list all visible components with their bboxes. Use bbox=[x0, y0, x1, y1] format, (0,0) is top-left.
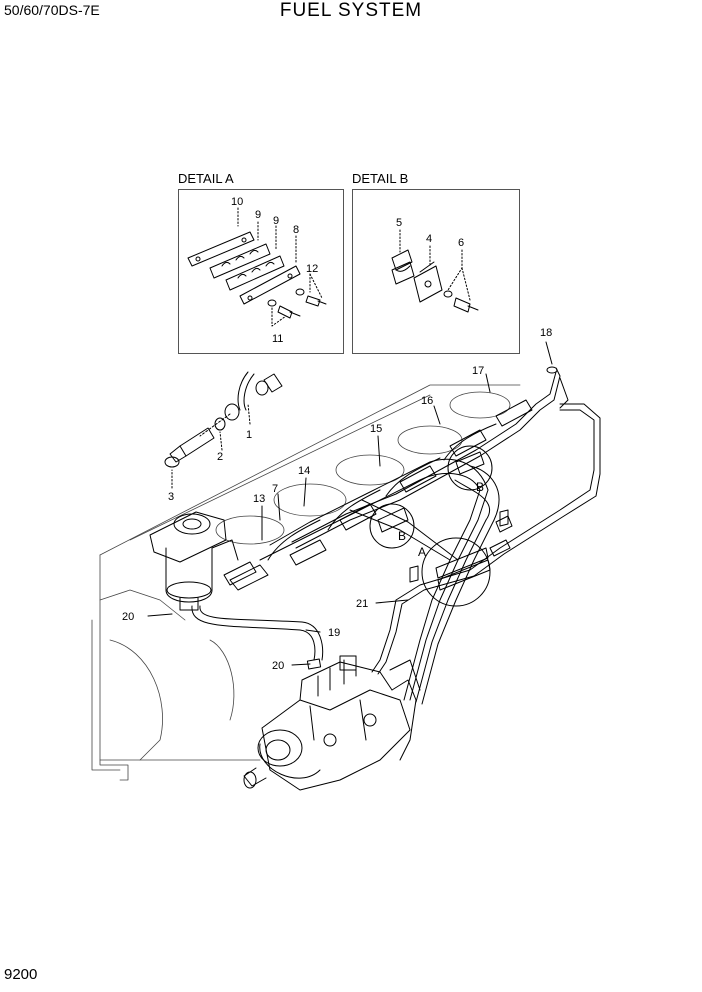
detail-b-parts bbox=[391, 229, 479, 313]
callout-5: 5 bbox=[396, 217, 402, 229]
callout-17: 17 bbox=[472, 365, 484, 377]
engine-block-outline bbox=[91, 384, 521, 781]
callout-15: 15 bbox=[370, 423, 382, 435]
callout-8: 8 bbox=[293, 224, 299, 236]
callout-9a: 9 bbox=[255, 209, 261, 221]
callout-11: 11 bbox=[272, 333, 283, 345]
detail-b-box bbox=[352, 189, 520, 354]
callout-leaders bbox=[147, 341, 553, 666]
callout-1: 1 bbox=[246, 429, 252, 441]
callout-12: 12 bbox=[306, 263, 318, 275]
callout-13: 13 bbox=[253, 493, 265, 505]
detail-a-parts bbox=[187, 207, 327, 327]
callout-21: 21 bbox=[356, 598, 368, 610]
injection-pump bbox=[243, 655, 421, 791]
page-title: FUEL SYSTEM bbox=[279, 0, 423, 21]
callout-18: 18 bbox=[540, 327, 552, 339]
callout-2: 2 bbox=[217, 451, 223, 463]
fitting-parts-1-2-3 bbox=[164, 371, 283, 489]
detail-circles bbox=[369, 445, 509, 607]
detail-b-title: DETAIL B bbox=[352, 171, 409, 186]
callout-14: 14 bbox=[298, 465, 310, 477]
callout-labels: 10 9 9 8 12 11 5 4 6 18 17 16 15 14 7 13… bbox=[122, 196, 552, 672]
detail-a-box bbox=[178, 189, 344, 354]
callout-3: 3 bbox=[168, 491, 174, 503]
fuel-feed-lines bbox=[291, 366, 601, 675]
marker-a: A bbox=[418, 545, 426, 559]
callout-6: 6 bbox=[458, 237, 464, 249]
callout-20a: 20 bbox=[122, 611, 134, 623]
callout-9b: 9 bbox=[273, 215, 279, 227]
injection-pipes bbox=[259, 458, 500, 705]
callout-20b: 20 bbox=[272, 660, 284, 672]
model-code: 50/60/70DS-7E bbox=[4, 2, 100, 18]
callout-16: 16 bbox=[421, 395, 433, 407]
injector-row bbox=[229, 399, 533, 591]
callout-4: 4 bbox=[426, 233, 432, 245]
fuel-filter-assembly bbox=[149, 511, 257, 611]
return-hose bbox=[191, 605, 324, 670]
marker-b-lower: B bbox=[398, 529, 406, 543]
marker-b-upper: B bbox=[476, 480, 484, 494]
callout-19: 19 bbox=[328, 627, 340, 639]
callout-10: 10 bbox=[231, 196, 243, 208]
page-number: 9200 bbox=[4, 966, 38, 983]
detail-a-title: DETAIL A bbox=[178, 171, 234, 186]
callout-7: 7 bbox=[272, 483, 278, 495]
